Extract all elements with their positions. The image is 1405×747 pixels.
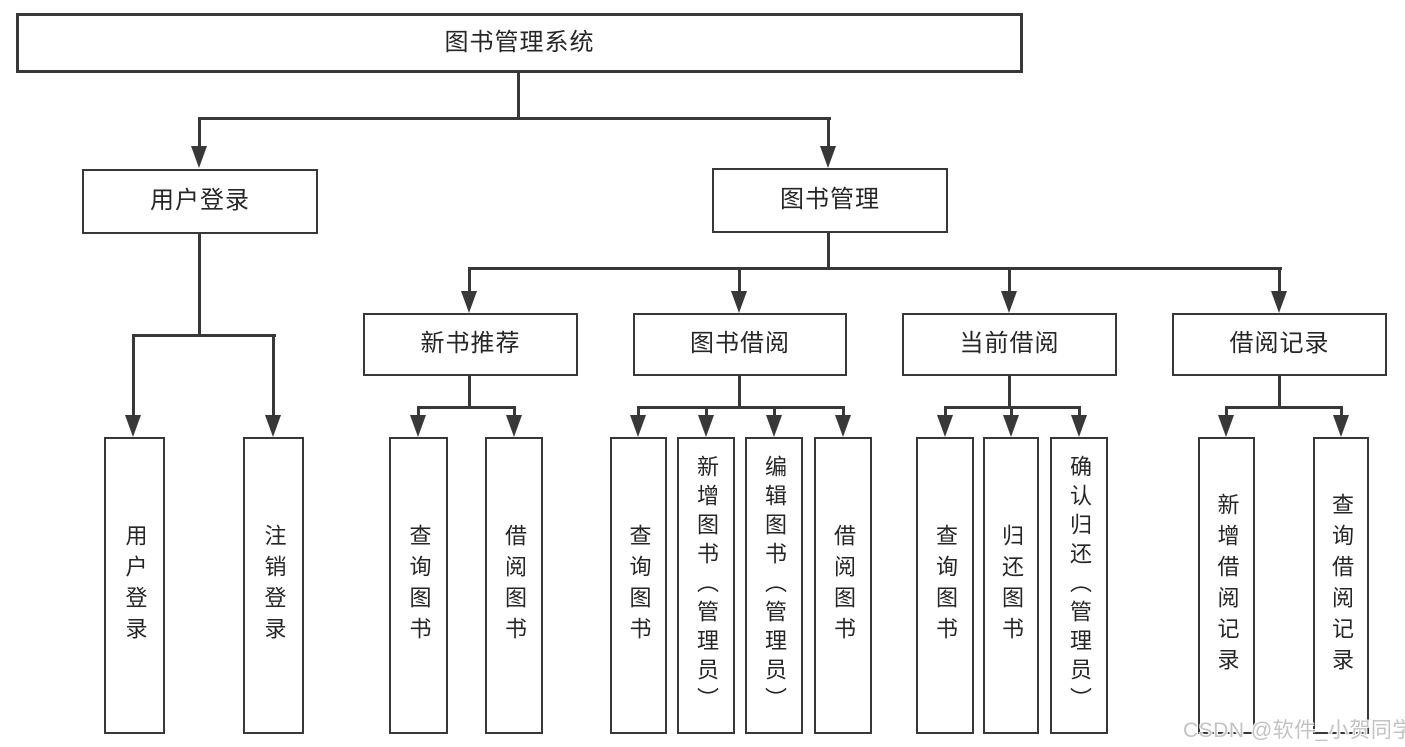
- arrowhead-down: [191, 146, 207, 168]
- leaf-user-login: 用户登录: [104, 437, 165, 734]
- arrowhead-down: [1271, 291, 1287, 313]
- leaf-label: 确认归还（管理员）: [1067, 455, 1092, 716]
- arrowhead-down: [461, 291, 477, 313]
- node-library-management-system: 图书管理系统: [16, 13, 1023, 73]
- connector-line: [517, 71, 520, 119]
- node-label: 图书管理: [780, 186, 880, 214]
- leaf-logout: 注销登录: [243, 437, 304, 734]
- connector-line: [1010, 406, 1013, 417]
- connector-line: [198, 233, 201, 337]
- leaf-add-borrow-record: 新增借阅记录: [1198, 437, 1255, 734]
- arrowhead-down: [125, 415, 141, 437]
- connector-line: [198, 117, 201, 150]
- leaf-label: 查询图书: [933, 523, 958, 648]
- connector-line: [637, 406, 640, 417]
- node-book-management: 图书管理: [712, 168, 948, 233]
- connector-line: [1225, 406, 1343, 409]
- arrowhead-down: [1218, 415, 1234, 437]
- leaf-query-borrow-record: 查询借阅记录: [1313, 437, 1369, 734]
- leaf-confirm-return-admin: 确认归还（管理员）: [1050, 437, 1108, 734]
- connector-line: [272, 334, 275, 415]
- connector-line: [1078, 406, 1081, 417]
- connector-line: [1278, 267, 1281, 291]
- arrowhead-down: [506, 415, 522, 437]
- connector-line: [132, 334, 276, 337]
- leaf-return-books: 归还图书: [983, 437, 1039, 734]
- node-label: 借阅记录: [1229, 330, 1330, 358]
- leaf-label: 借阅图书: [831, 523, 856, 648]
- leaf-add-books-admin: 新增图书（管理员）: [677, 437, 735, 734]
- node-borrowing-records: 借阅记录: [1172, 313, 1387, 376]
- arrowhead-down: [766, 415, 782, 437]
- node-user-login: 用户登录: [82, 169, 318, 234]
- node-label: 当前借阅: [959, 330, 1060, 358]
- connector-line: [842, 406, 845, 417]
- leaf-label: 编辑图书（管理员）: [762, 455, 787, 716]
- node-current-borrowing: 当前借阅: [902, 313, 1117, 376]
- leaf-label: 用户登录: [122, 523, 148, 648]
- arrowhead-down: [410, 415, 426, 437]
- node-label: 新书推荐: [420, 330, 521, 358]
- connector-line: [827, 232, 830, 270]
- arrowhead-down: [630, 415, 646, 437]
- connector-line: [198, 117, 831, 120]
- arrowhead-down: [1071, 415, 1087, 437]
- node-label: 图书借阅: [690, 330, 790, 358]
- arrowhead-down: [937, 415, 953, 437]
- connector-line: [1278, 375, 1281, 408]
- arrowhead-down: [820, 146, 836, 168]
- leaf-borrow-books-recommend: 借阅图书: [485, 437, 543, 734]
- connector-line: [417, 406, 516, 409]
- connector-line: [468, 267, 1282, 270]
- node-book-borrowing: 图书借阅: [633, 313, 847, 376]
- connector-line: [705, 406, 708, 417]
- arrowhead-down: [1333, 415, 1349, 437]
- connector-line: [827, 117, 830, 150]
- arrowhead-down: [731, 291, 747, 313]
- connector-line: [944, 406, 947, 417]
- leaf-query-books-borrowing: 查询图书: [610, 437, 667, 734]
- arrowhead-down: [265, 415, 281, 437]
- leaf-label: 归还图书: [999, 523, 1024, 648]
- connector-line: [1225, 406, 1228, 417]
- connector-line: [468, 375, 471, 408]
- connector-line: [132, 334, 135, 415]
- leaf-label: 新增借阅记录: [1214, 492, 1240, 679]
- leaf-borrow-books-borrowing: 借阅图书: [814, 437, 872, 734]
- node-new-book-recommendation: 新书推荐: [363, 313, 578, 376]
- leaf-label: 借阅图书: [502, 523, 527, 648]
- arrowhead-down: [1003, 415, 1019, 437]
- arrowhead-down: [698, 415, 714, 437]
- csdn-watermark: CSDN @软件_小贺同学: [1183, 719, 1405, 742]
- arrowhead-down: [835, 415, 851, 437]
- leaf-label: 查询图书: [406, 523, 432, 648]
- leaf-query-books-recommend: 查询图书: [389, 437, 448, 734]
- node-label: 图书管理系统: [444, 28, 595, 56]
- connector-line: [1008, 375, 1011, 408]
- leaf-edit-books-admin: 编辑图书（管理员）: [745, 437, 803, 734]
- node-label: 用户登录: [150, 187, 250, 215]
- leaf-label: 新增图书（管理员）: [694, 455, 719, 716]
- connector-line: [513, 406, 516, 417]
- connector-line: [1008, 267, 1011, 291]
- leaf-label: 注销登录: [261, 523, 287, 648]
- connector-line: [1340, 406, 1343, 417]
- connector-line: [773, 406, 776, 417]
- leaf-label: 查询图书: [626, 523, 652, 648]
- connector-line: [468, 267, 471, 291]
- leaf-label: 查询借阅记录: [1329, 492, 1354, 679]
- connector-line: [417, 406, 420, 417]
- connector-line: [738, 375, 741, 408]
- leaf-query-books-current: 查询图书: [916, 437, 974, 734]
- connector-line: [637, 406, 845, 409]
- connector-line: [738, 267, 741, 291]
- arrowhead-down: [1001, 291, 1017, 313]
